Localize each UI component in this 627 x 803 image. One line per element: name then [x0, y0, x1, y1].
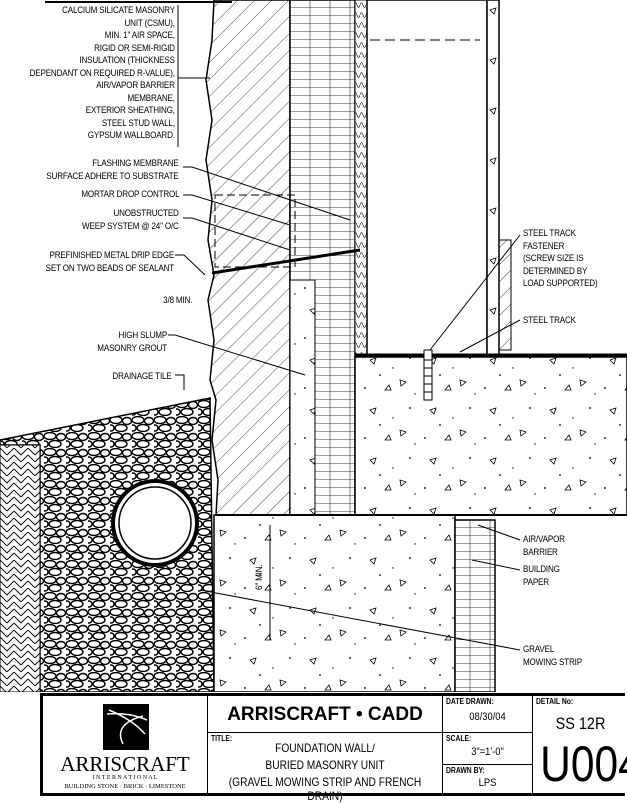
- logo-sub: I N T E R N A T I O N A L: [92, 775, 158, 781]
- drawn-value: LPS: [478, 777, 497, 789]
- logo-tagline: BUILDING STONE · BRICK · LIMESTONE: [64, 783, 186, 790]
- label-drip-edge: PREFINISHED METAL DRIP EDGE SET ON TWO B…: [45, 250, 175, 275]
- date-label: DATE DRAWN:: [446, 697, 494, 706]
- label-line: MIN. 1" AIR SPACE,: [104, 30, 175, 41]
- label-line: SURFACE ADHERE TO SUBSTRATE: [46, 170, 179, 182]
- date-value: 08/30/04: [469, 711, 506, 723]
- scale-label: SCALE:: [446, 734, 472, 743]
- label-line: MEMBRANE,: [127, 92, 176, 104]
- label-line: AIR/VAPOR: [523, 534, 565, 545]
- label-paper: BUILDING PAPER: [523, 564, 560, 589]
- label-line: LOAD SUPPORTED): [523, 278, 598, 289]
- gravel-fill: [0, 397, 215, 692]
- footing: [213, 514, 456, 692]
- detail-series: SS 12R: [555, 714, 606, 733]
- label-line: RIGID OR SEMI-RIGID: [94, 42, 175, 54]
- title-cell: TITLE: FOUNDATION WALL/ BURIED MASONRY U…: [208, 733, 443, 803]
- arriscraft-logo-icon: [103, 704, 149, 750]
- title-line: BURIED MASONRY UNIT: [265, 758, 385, 772]
- drawn-label: DRAWN BY:: [446, 766, 485, 775]
- label-line: PREFINISHED METAL DRIP EDGE: [49, 250, 175, 261]
- logo-name: ARRISCRAFT: [60, 752, 190, 776]
- dimension-label: 6" MIN.: [254, 564, 265, 590]
- label-line: FLASHING MEMBRANE: [92, 158, 180, 169]
- date-cell: DATE DRAWN: 08/30/04: [443, 696, 533, 733]
- label-line: UNIT (CSMU),: [124, 17, 175, 29]
- label-line: SET ON TWO BEADS OF SEALANT: [45, 262, 175, 274]
- label-line: UNOBSTRUCTED: [113, 208, 179, 219]
- label-line: MASONRY GROUT: [97, 342, 167, 354]
- label-line: HIGH SLUMP: [118, 330, 167, 341]
- label-min: 3/8 MIN.: [162, 295, 192, 306]
- header-title: ARRISCRAFT • CADD: [227, 704, 423, 725]
- label-grout: HIGH SLUMP MASONRY GROUT: [97, 330, 167, 355]
- label-fastener: STEEL TRACK FASTENER (SCREW SIZE IS DETE…: [523, 228, 598, 291]
- label-line: BUILDING: [523, 564, 560, 575]
- label-line: EXTERIOR SHEATHING,: [85, 105, 175, 116]
- label-wall-assembly: CALCIUM SILICATE MASONRY UNIT (CSMU), MI…: [30, 5, 175, 143]
- label-line: STEEL TRACK: [523, 228, 576, 239]
- label-line: DEPENDANT ON REQUIRED R-VALUE),: [29, 67, 175, 79]
- label-line: (SCREW SIZE IS: [523, 253, 584, 264]
- label-flashing: FLASHING MEMBRANE SURFACE ADHERE TO SUBS…: [47, 158, 179, 183]
- detail-cell: DETAIL No: SS 12R U004: [533, 696, 627, 796]
- detail-number: U004: [540, 736, 627, 792]
- slab: [354, 356, 627, 516]
- label-line: AIR/VAPOR BARRIER: [96, 80, 175, 91]
- label-line: STEEL STUD WALL,: [102, 117, 175, 129]
- label-track: STEEL TRACK: [523, 315, 576, 326]
- block-wall: [205, 0, 291, 516]
- scale-value: 3"=1'-0": [471, 746, 504, 758]
- label-line: GRAVEL: [523, 644, 555, 655]
- title-line: (GRAVEL MOWING STRIP AND FRENCH DRAIN): [228, 775, 422, 803]
- detail-label: DETAIL No:: [536, 697, 574, 706]
- label-line: GYPSUM WALLBOARD.: [87, 130, 175, 141]
- label-line: MOWING STRIP: [523, 656, 582, 668]
- label-barrier: AIR/VAPOR BARRIER: [523, 534, 565, 559]
- title-label: TITLE:: [211, 734, 233, 743]
- wall-section-drawing: [0, 0, 627, 692]
- label-line: DETERMINED BY: [523, 265, 588, 277]
- label-gravel: GRAVEL MOWING STRIP: [523, 644, 582, 669]
- label-line: CALCIUM SILICATE MASONRY: [62, 5, 176, 16]
- label-drainage: DRAINAGE TILE: [112, 371, 172, 382]
- label-line: WEEP SYSTEM @ 24" O/C: [82, 220, 179, 232]
- label-line: BARRIER: [523, 546, 558, 558]
- steel-stud: [366, 0, 488, 356]
- header-cell: ARRISCRAFT • CADD: [208, 696, 443, 733]
- label-line: INSULATION (THICKNESS: [79, 55, 176, 66]
- title-block: ARRISCRAFT I N T E R N A T I O N A L BUI…: [40, 693, 627, 803]
- earth-fill: [0, 444, 41, 692]
- label-weep: UNOBSTRUCTED WEEP SYSTEM @ 24" O/C: [82, 208, 179, 233]
- label-line: PAPER: [523, 576, 549, 588]
- label-line: FASTENER: [523, 240, 565, 252]
- drawn-cell: DRAWN BY: LPS: [443, 765, 533, 796]
- logo-cell: ARRISCRAFT I N T E R N A T I O N A L BUI…: [43, 696, 208, 796]
- label-mortar: MORTAR DROP CONTROL: [80, 189, 179, 200]
- title-line: FOUNDATION WALL/: [275, 741, 375, 755]
- scale-cell: SCALE: 3"=1'-0": [443, 733, 533, 765]
